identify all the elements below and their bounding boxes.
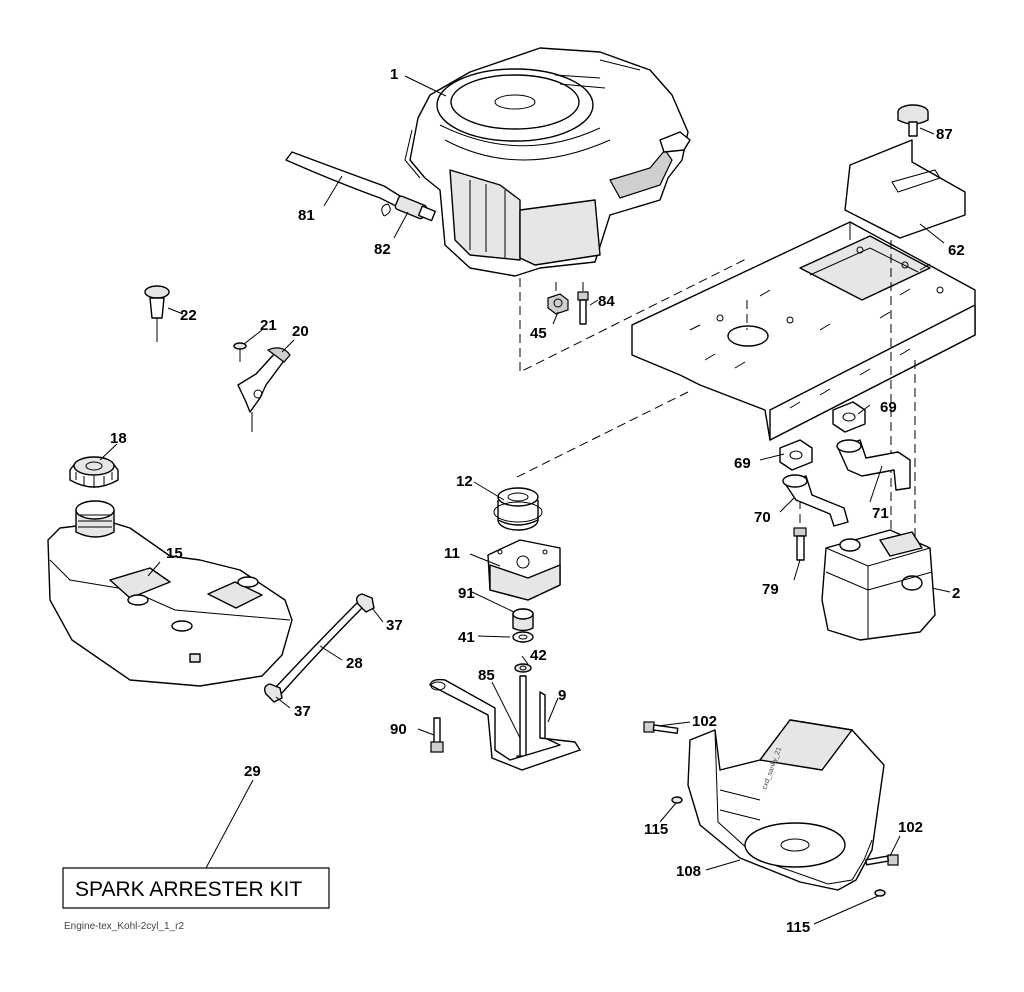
callout-85: 85	[478, 667, 495, 684]
engine-assembly	[404, 47, 691, 277]
callout-37-lower: 37	[294, 703, 311, 720]
callout-108: 108	[676, 863, 701, 880]
washer-41	[512, 631, 534, 643]
muffler	[821, 529, 936, 641]
exhaust-pipe-71	[836, 439, 911, 491]
assembly-guides	[514, 240, 916, 545]
callout-69-left: 69	[734, 455, 751, 472]
bolt-102-lower	[865, 854, 899, 866]
hose-clamp-37-upper	[355, 593, 375, 613]
gasket-69-right	[832, 401, 866, 433]
callout-22: 22	[180, 307, 197, 324]
callout-90: 90	[390, 721, 407, 738]
callout-79: 79	[762, 581, 779, 598]
tank-neck	[75, 500, 115, 538]
bolt-85	[516, 675, 530, 766]
screw-21	[233, 342, 247, 362]
fuel-cap	[69, 456, 119, 488]
knob-22	[144, 285, 170, 342]
callout-115-lower: 115	[786, 919, 810, 936]
callout-81: 81	[298, 207, 315, 224]
callout-45: 45	[530, 325, 547, 342]
pto-clutch	[487, 539, 561, 601]
engine-mount-frame	[631, 221, 976, 441]
washer-115-lower	[874, 889, 886, 897]
callout-102-upper: 102	[692, 713, 717, 730]
kit-label: SPARK ARRESTER KIT	[75, 878, 302, 901]
callout-21: 21	[260, 317, 277, 334]
callout-69-right: 69	[880, 399, 897, 416]
callout-18: 18	[110, 430, 127, 447]
callout-70: 70	[754, 509, 771, 526]
fuel-tank	[47, 521, 293, 687]
spark-arrester-kit: SPARK ARRESTER KIT	[62, 867, 330, 909]
bolt-84	[577, 291, 589, 325]
callout-29: 29	[244, 763, 261, 780]
callout-41: 41	[458, 629, 475, 646]
callout-9: 9	[558, 687, 566, 704]
callout-91: 91	[458, 585, 475, 602]
callout-37-upper: 37	[386, 617, 403, 634]
fuel-fitting	[381, 195, 436, 222]
heat-shield	[844, 139, 966, 239]
washer-115-upper	[671, 796, 683, 804]
bolt-90	[430, 717, 444, 753]
callout-82: 82	[374, 241, 391, 258]
spacer-91	[512, 608, 534, 632]
leader-lines	[99, 75, 951, 925]
callout-42: 42	[530, 647, 547, 664]
nut-45	[547, 293, 569, 315]
fuel-hose	[285, 151, 401, 207]
throttle-control	[237, 347, 291, 432]
engine-shield	[687, 719, 885, 891]
callout-102-lower: 102	[898, 819, 923, 836]
callout-71: 71	[872, 505, 889, 522]
bolt-102-upper	[643, 721, 679, 734]
callout-labels: 1 2 9 11 12 15 18 20 21 22 28 29 37 37 4…	[110, 66, 965, 936]
kit-label-box	[62, 867, 330, 909]
pulley-12	[493, 487, 543, 531]
gasket-69-left	[779, 439, 813, 471]
callout-2: 2	[952, 585, 960, 602]
washer-42	[514, 663, 532, 673]
callout-15: 15	[166, 545, 183, 562]
drawing-code: Engine-tex_Kohl-2cyl_1_r2	[64, 921, 185, 932]
callout-28: 28	[346, 655, 363, 672]
hose-clamp-37-lower	[263, 683, 283, 703]
callout-115-upper: 115	[644, 821, 668, 838]
callout-62: 62	[948, 242, 965, 259]
shield-knob	[897, 104, 929, 137]
callout-12: 12	[456, 473, 473, 490]
callout-11: 11	[444, 545, 460, 562]
bolt-79	[793, 527, 807, 561]
callout-1: 1	[390, 66, 398, 83]
callout-20: 20	[292, 323, 309, 340]
exhaust-pipe-70	[782, 474, 849, 527]
anti-rotation-bracket	[429, 678, 581, 771]
callout-87: 87	[936, 126, 953, 143]
callout-84: 84	[598, 293, 615, 310]
